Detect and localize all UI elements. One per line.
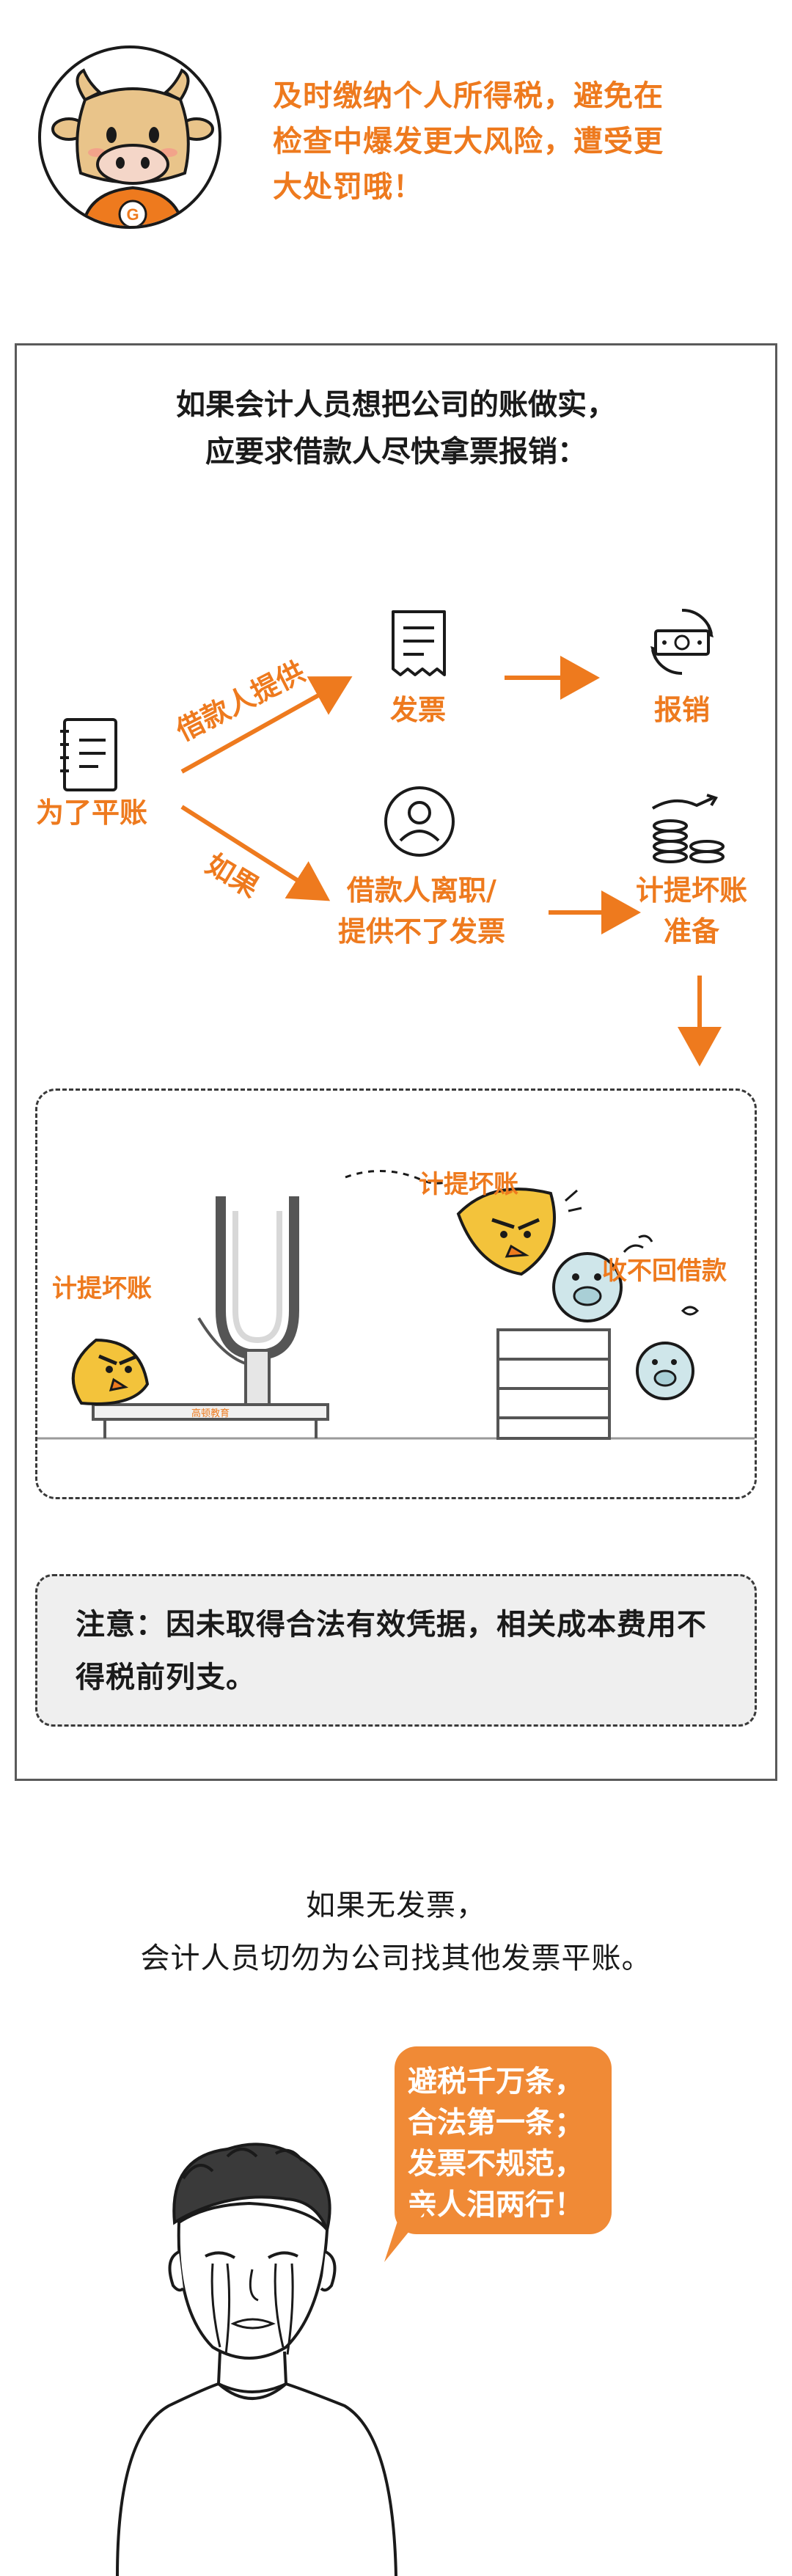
closing-line: 会计人员切勿为公司找其他发票平账。 xyxy=(140,1942,652,1975)
bubble-line: 合法第一条； xyxy=(408,2106,584,2140)
bubble-line: 亲人泪两行！ xyxy=(408,2188,584,2222)
bird-flying-label: 计提坏账 xyxy=(419,1170,518,1199)
coin-stack-icon xyxy=(645,792,741,866)
header-line: 检查中爆发更大风险，遭受更 xyxy=(273,125,664,158)
employee-line: 借款人离职/ xyxy=(347,874,496,907)
flow-start-label: 为了平账 xyxy=(35,797,147,829)
mascot-badge: G xyxy=(126,205,139,224)
user-icon xyxy=(381,783,458,860)
closing-text: 如果无发票， 会计人员切勿为公司找其他发票平账。 xyxy=(0,1879,792,1985)
arrow-to-employee xyxy=(180,805,331,901)
header-line: 大处罚哦！ xyxy=(273,170,423,204)
speech-bubble: 避税千万条， 合法第一条； 发票不规范， 亲人泪两行！ xyxy=(395,2046,612,2234)
bird-left-label: 计提坏账 xyxy=(52,1274,152,1303)
money-cash-icon xyxy=(639,603,725,681)
cow-mascot-icon: G xyxy=(51,68,214,226)
receipt-icon xyxy=(380,603,458,681)
bird-flying xyxy=(456,1188,556,1276)
slingshot-scene: 高顿教育 xyxy=(37,1169,755,1440)
header-line: 及时缴纳个人所得税，避免在 xyxy=(273,79,664,113)
mascot-avatar: G xyxy=(38,45,221,229)
bubble-line: 避税千万条， xyxy=(408,2065,584,2099)
flow-arrows xyxy=(180,656,722,1066)
bad-debt-line: 准备 xyxy=(663,915,719,948)
flow-reimburse-label: 报销 xyxy=(653,694,710,726)
watermark: 高顿教育 xyxy=(191,1408,230,1419)
intro-line: 如果会计人员想把公司的账做实， xyxy=(176,388,616,422)
header-warning-text: 及时缴纳个人所得税，避免在 检查中爆发更大风险，遭受更 大处罚哦！ xyxy=(273,73,757,210)
notebook-icon xyxy=(57,715,122,796)
note-box: 注意：因未取得合法有效凭据，相关成本费用不得税前列支。 xyxy=(35,1574,757,1727)
arrow-to-invoice xyxy=(180,676,353,774)
flow-employee-label: 借款人离职/ 提供不了发票 xyxy=(323,870,521,952)
employee-line: 提供不了发票 xyxy=(337,915,505,948)
bubble-line: 发票不规范， xyxy=(408,2147,584,2181)
bad-debt-line: 计提坏账 xyxy=(635,874,747,907)
pig-label: 收不回借款 xyxy=(602,1256,727,1286)
flow-invoice-label: 发票 xyxy=(389,694,446,726)
main-panel xyxy=(15,343,777,1781)
panel-intro: 如果会计人员想把公司的账做实， 应要求借款人尽快拿票报销： xyxy=(0,381,792,475)
flow-bad-debt-label: 计提坏账 准备 xyxy=(615,870,769,952)
closing-line: 如果无发票， xyxy=(306,1889,486,1922)
illustration-box: 高顿教育 计提坏账 计提坏账 收不回借款 xyxy=(35,1088,757,1499)
intro-line: 应要求借款人尽快拿票报销： xyxy=(205,435,587,469)
crying-man-illustration xyxy=(103,2112,411,2576)
speech-bubble-tail xyxy=(384,2208,428,2262)
